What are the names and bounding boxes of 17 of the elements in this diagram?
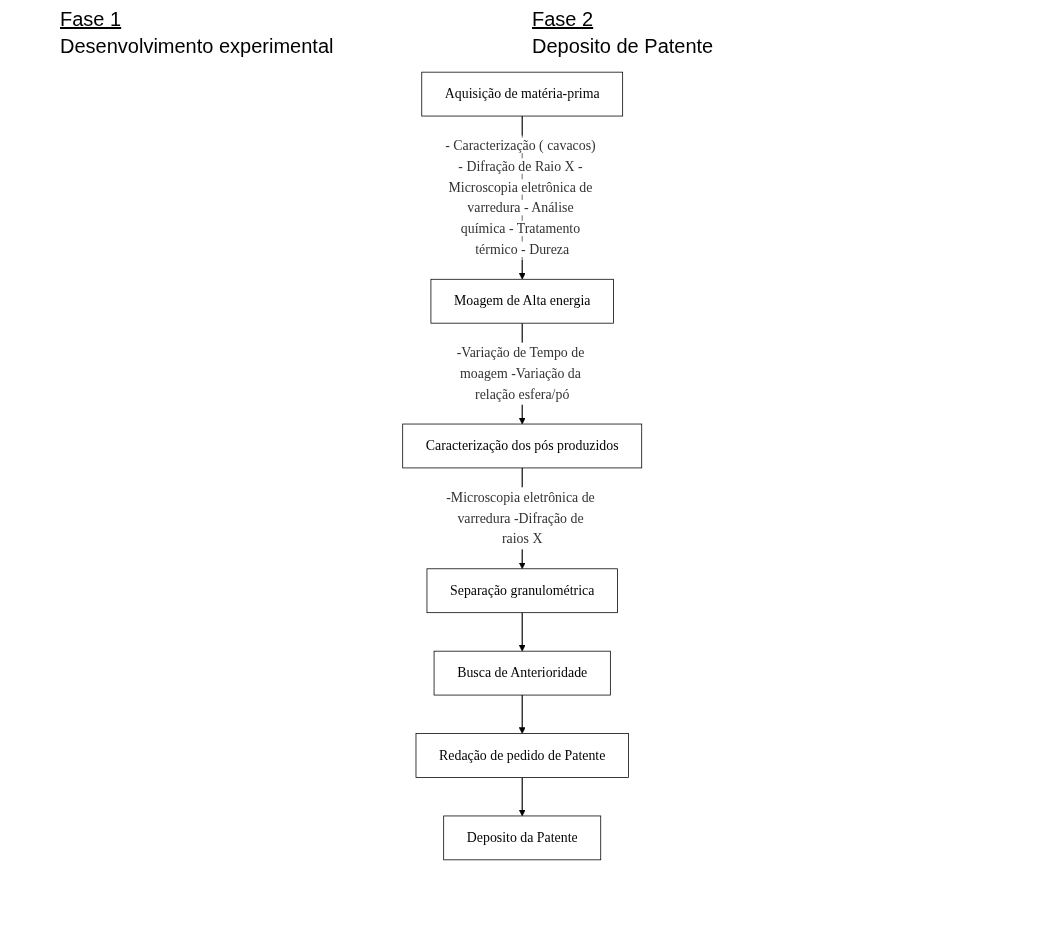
arrow [518,776,526,817]
heading: Fase 1 [60,8,123,31]
node-box: Separação granulométrica [426,568,618,614]
node-box: Deposito da Patente [443,815,601,861]
node-box: Redação de pedido de Patente [415,733,629,778]
heading: Fase 2 [532,8,595,31]
arrow [518,612,526,652]
edge-label: -Microscopia eletrônica de varredura -Difração de raios X [445,489,595,547]
edge-label: -Variação de Tempo de moagem -Variação da relação esfera/pó [456,344,585,402]
node-box: Aquisição de matéria-prima [421,71,623,117]
heading: Desenvolvimento experimental [60,35,335,58]
edge-label: - Caracterização ( cavacos) - Difração de Raio X - Microscopia eletrônica de varredura - Análise química - Tratamento térmico - Dureza [445,137,596,257]
node-box: Moagem de Alta energia [430,278,614,324]
heading: Deposito de Patente [532,35,715,58]
node-box: Busca de Anterioridade [433,650,611,696]
arrow [518,694,526,734]
node-box: Caracterização dos pós produzidos [402,423,642,469]
